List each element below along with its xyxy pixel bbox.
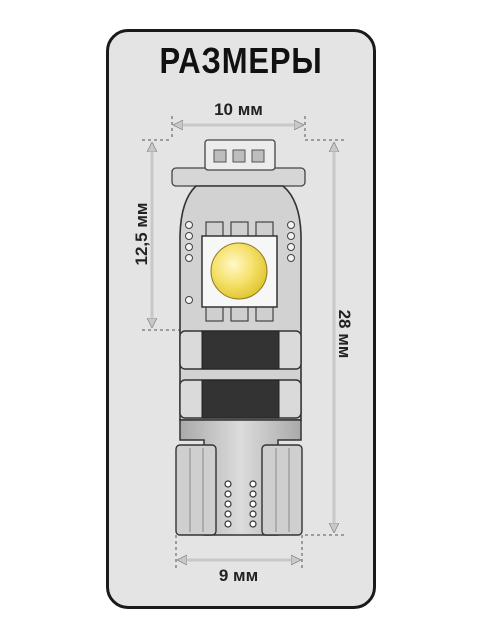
- diagram-title: РАЗМЕРЫ: [159, 40, 323, 81]
- main-smd-chip: [201, 221, 278, 322]
- led-bulb: [171, 139, 306, 536]
- label-total-height: 28 мм: [335, 309, 354, 359]
- resistor-upper: [179, 330, 302, 370]
- resistor-lower: [179, 379, 302, 419]
- right-pad-column: [287, 221, 295, 262]
- label-top-width: 10 мм: [214, 100, 263, 119]
- base-left-contact: [175, 444, 217, 536]
- top-smd-chip: [204, 139, 276, 171]
- label-bottom-width: 9 мм: [218, 566, 259, 585]
- neck-vias: [224, 480, 257, 528]
- left-pad-column: [185, 221, 193, 304]
- led-emitter: [210, 242, 268, 300]
- top-flange: [171, 167, 306, 187]
- dimension-bottom-width: [175, 535, 303, 570]
- base-right-contact: [261, 444, 303, 536]
- dimension-total-height: [305, 139, 344, 536]
- label-led-height: 12,5 мм: [132, 202, 151, 266]
- dimension-top-width: [171, 116, 306, 140]
